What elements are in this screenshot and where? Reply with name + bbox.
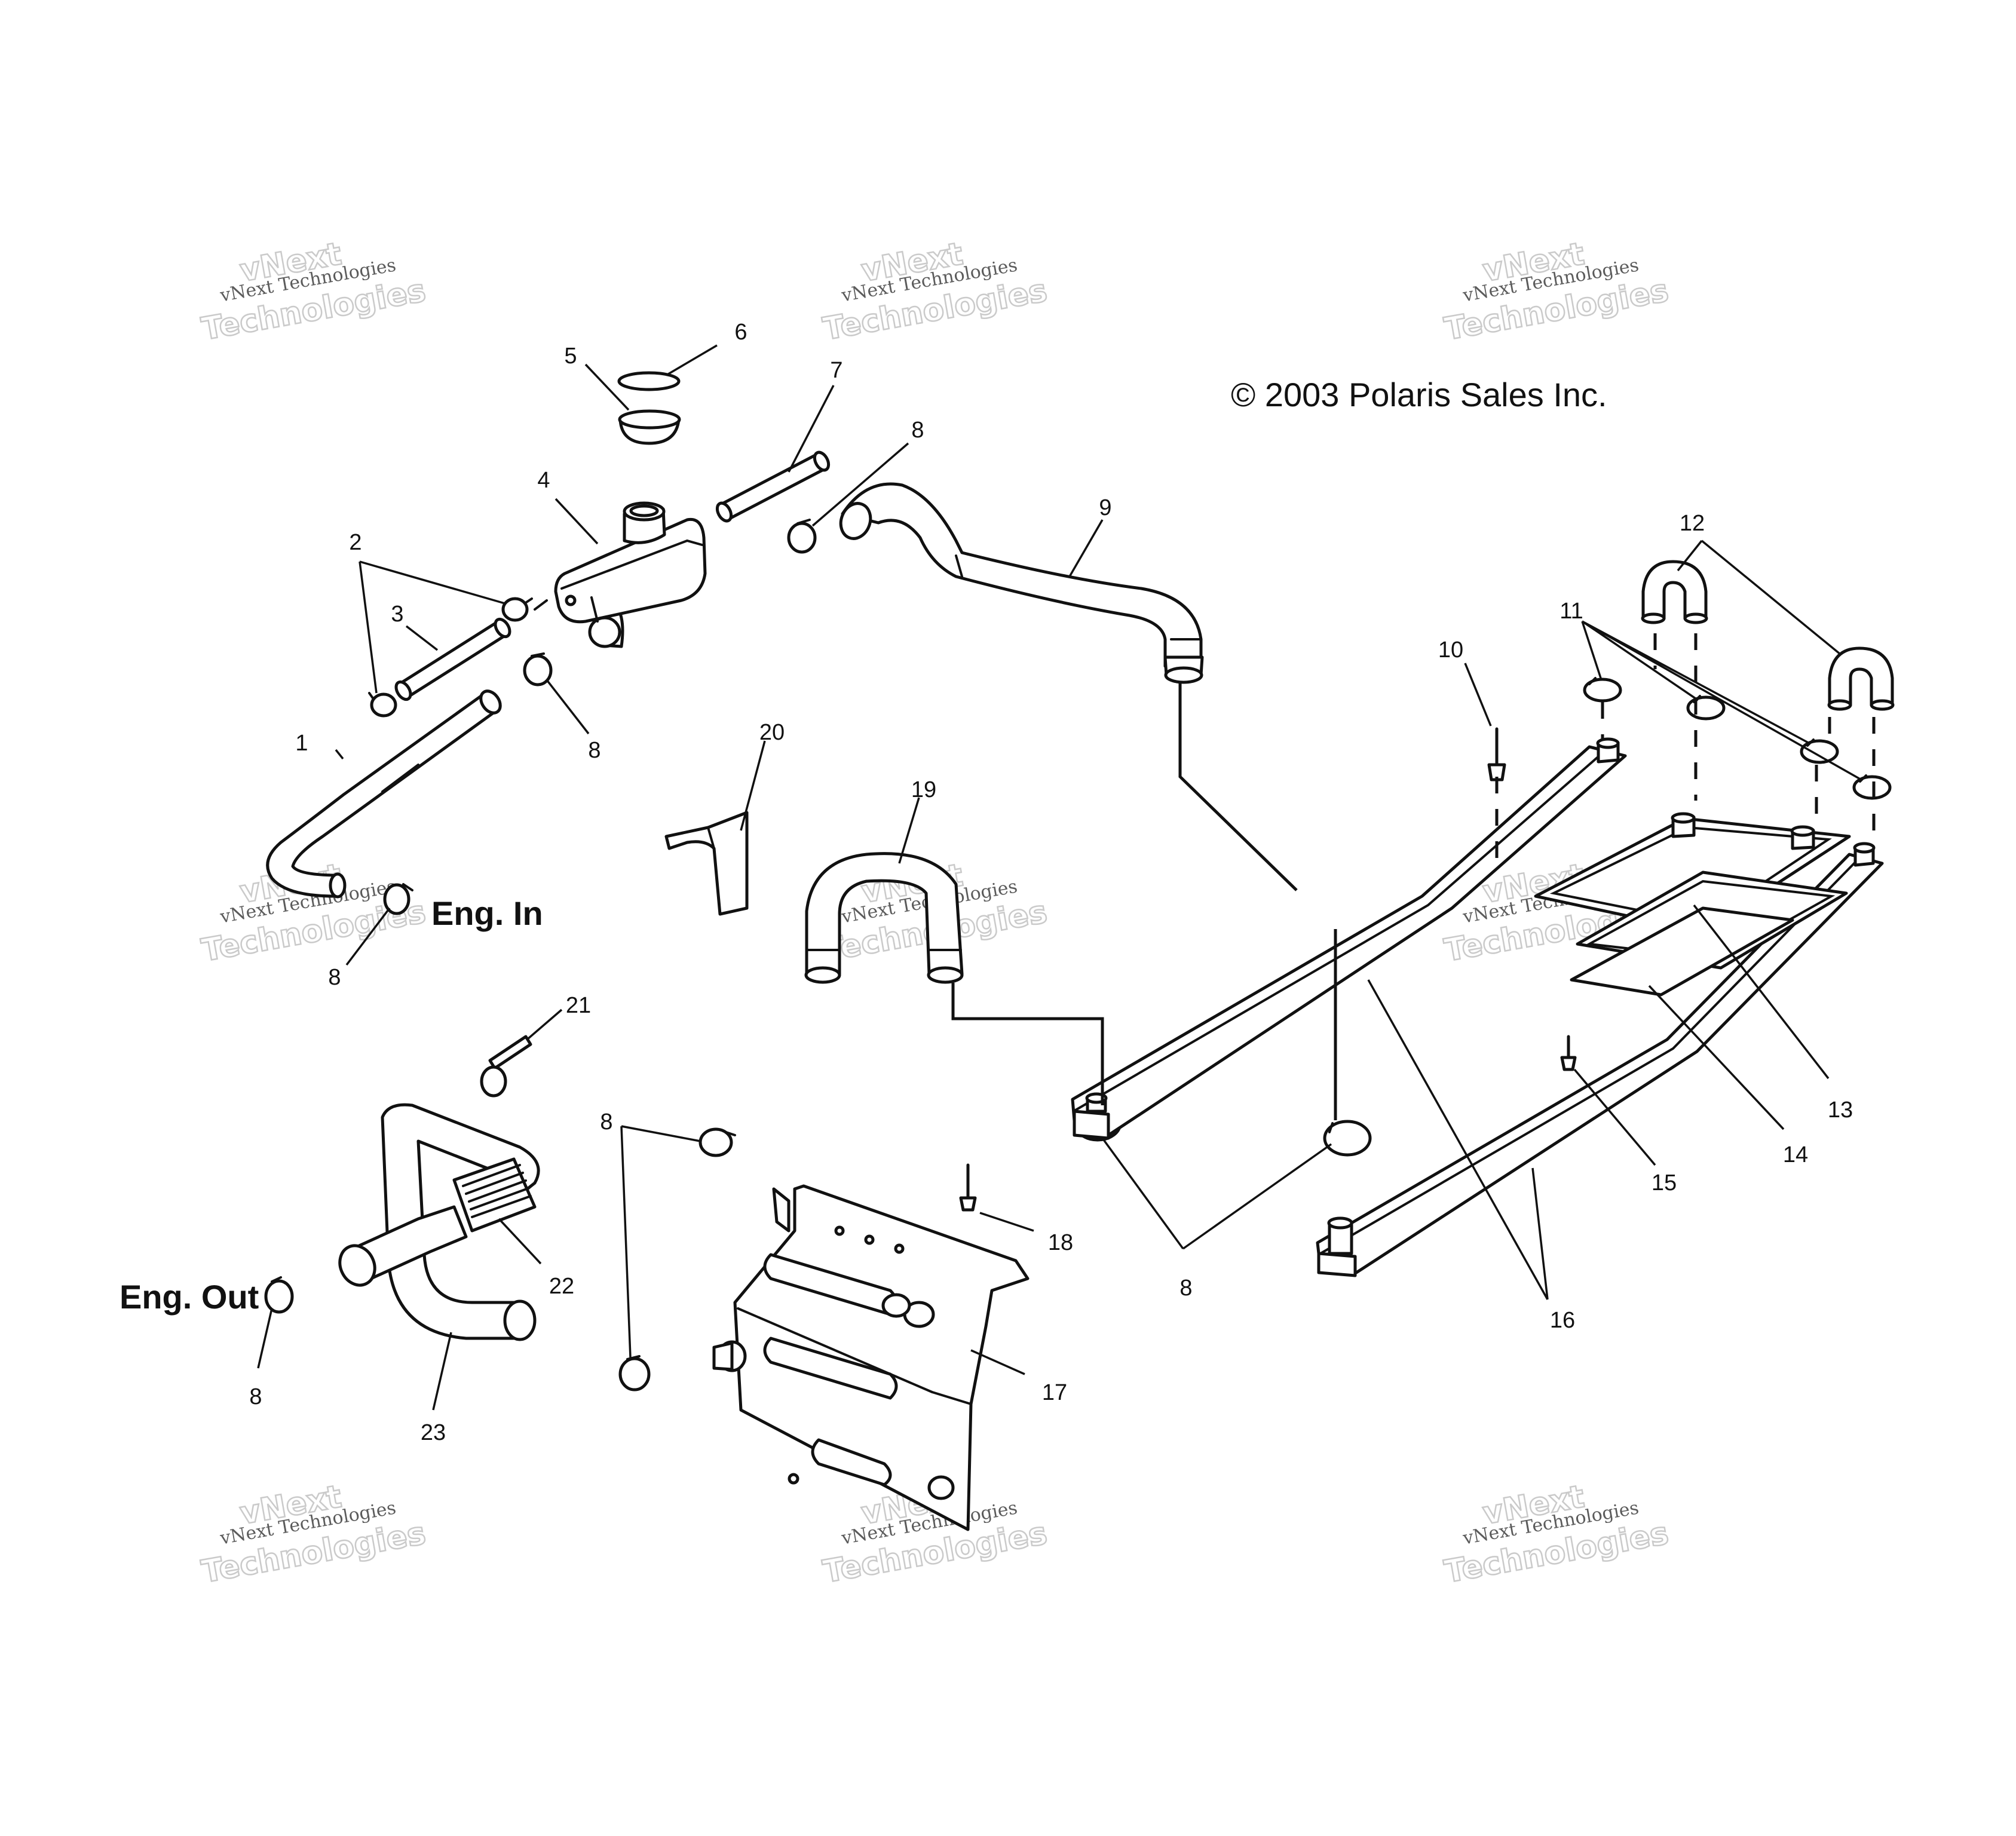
guide-line-9 — [1178, 681, 1298, 891]
leader-23 — [432, 1332, 452, 1411]
hose-clamp-8-bottom — [618, 1355, 651, 1391]
coolant-reservoir — [554, 501, 707, 648]
leader-6 — [666, 344, 718, 376]
callout-8-top: 8 — [911, 418, 924, 443]
watermark-bottom-right: vNext vNext Technologies Technologies — [1441, 1478, 1672, 1591]
watermark-top-right: vNext vNext Technologies Technologies — [1441, 235, 1672, 348]
u-hose-12-a — [1641, 560, 1708, 624]
engine-out-label: Eng. Out — [120, 1278, 259, 1316]
exchanger-plate-14 — [1570, 871, 1848, 997]
callout-8-engout: 8 — [249, 1384, 262, 1409]
bolt-15 — [1560, 1035, 1577, 1071]
leader-2 — [359, 560, 505, 694]
leader-12 — [1677, 540, 1842, 655]
hose-clamp-8-a — [787, 519, 817, 554]
callout-17: 17 — [1042, 1380, 1067, 1405]
callout-23: 23 — [421, 1420, 446, 1445]
hose-clamp-8-right — [1323, 1120, 1372, 1157]
leader-8-engin — [345, 907, 391, 966]
o-ring — [617, 371, 681, 391]
hose-clamp-8-engout — [264, 1276, 294, 1314]
leader-3 — [405, 625, 439, 651]
heat-exchanger-17 — [712, 1184, 1030, 1531]
leader-8-b — [546, 679, 590, 735]
leader-18 — [979, 1212, 1034, 1232]
hose-clamp-8-center — [698, 1127, 736, 1157]
engine-out-branch — [338, 1205, 468, 1287]
callout-22: 22 — [549, 1274, 574, 1299]
engine-in-hose — [266, 689, 502, 899]
callout-4: 4 — [537, 468, 550, 493]
leader-8-right — [1101, 1137, 1332, 1250]
watermark-top-left: vNext vNext Technologies Technologies — [198, 235, 429, 348]
leader-17 — [970, 1349, 1025, 1375]
leader-21 — [526, 1009, 563, 1041]
leader-8-center — [620, 1125, 701, 1358]
leader-15 — [1573, 1068, 1656, 1166]
hose-clamp-8-engin — [383, 883, 413, 915]
hose-clamp-2a — [368, 692, 397, 718]
leader-5 — [584, 363, 630, 411]
leader-20 — [740, 740, 766, 831]
callout-19: 19 — [911, 777, 936, 802]
callout-7: 7 — [830, 358, 842, 383]
clamp-21 — [480, 1035, 532, 1098]
clamp-11-c — [1800, 738, 1839, 764]
clamp-11-d — [1852, 774, 1892, 800]
callout-11: 11 — [1560, 599, 1583, 624]
callout-16: 16 — [1550, 1308, 1575, 1333]
guide-line-19 — [951, 983, 1104, 1105]
callout-15: 15 — [1652, 1170, 1677, 1196]
callout-21: 21 — [566, 993, 591, 1018]
leader-7 — [788, 385, 835, 473]
u-hose-19 — [804, 852, 964, 984]
bolt-10 — [1487, 727, 1506, 781]
bracket-20 — [664, 811, 749, 916]
callout-8-b: 8 — [588, 738, 600, 763]
bolt-18 — [959, 1163, 977, 1212]
hose-clamp-2b — [501, 597, 548, 622]
watermark-top-center: vNext vNext Technologies Technologies — [820, 235, 1050, 348]
callout-13: 13 — [1828, 1098, 1853, 1123]
callout-20: 20 — [759, 720, 785, 745]
cooling-rail-16-upper — [1071, 745, 1627, 1140]
hose-clamp-8-b — [523, 652, 553, 686]
leader-13 — [1693, 904, 1830, 1080]
leader-19 — [898, 797, 920, 864]
callout-3: 3 — [391, 602, 403, 627]
callout-18: 18 — [1048, 1230, 1073, 1255]
leader-9 — [1068, 519, 1104, 577]
callout-2: 2 — [349, 530, 361, 555]
callout-8-right: 8 — [1179, 1276, 1192, 1301]
callout-1: 1 — [295, 731, 308, 756]
reservoir-hose — [394, 617, 511, 701]
callout-12: 12 — [1680, 511, 1705, 536]
vent-hose — [715, 450, 831, 523]
callout-14: 14 — [1783, 1142, 1808, 1167]
copyright-notice: © 2003 Polaris Sales Inc. — [1231, 376, 1607, 413]
engine-in-label: Eng. In — [431, 894, 543, 932]
radiator-hose-9 — [839, 482, 1204, 684]
u-hose-12-b — [1827, 646, 1895, 711]
callout-9: 9 — [1099, 495, 1111, 520]
bellows-22 — [452, 1157, 537, 1233]
leader-4 — [554, 498, 599, 545]
leader-8-top — [811, 442, 909, 527]
callout-10: 10 — [1438, 637, 1463, 663]
leader-11 — [1581, 620, 1862, 781]
watermark-bottom-left: vNext vNext Technologies Technologies — [198, 1478, 429, 1591]
reservoir-cap — [618, 409, 681, 445]
leader-1 — [335, 749, 344, 760]
callout-8-engin: 8 — [328, 965, 341, 990]
callout-5: 5 — [564, 344, 577, 369]
leader-8-engout — [257, 1308, 273, 1369]
leader-14 — [1648, 985, 1785, 1130]
leader-16 — [1367, 979, 1549, 1300]
leader-10 — [1464, 663, 1492, 727]
leader-22 — [498, 1218, 542, 1265]
callout-6: 6 — [734, 320, 747, 345]
callout-8-center: 8 — [600, 1109, 612, 1135]
clamp-11-a — [1583, 677, 1622, 703]
